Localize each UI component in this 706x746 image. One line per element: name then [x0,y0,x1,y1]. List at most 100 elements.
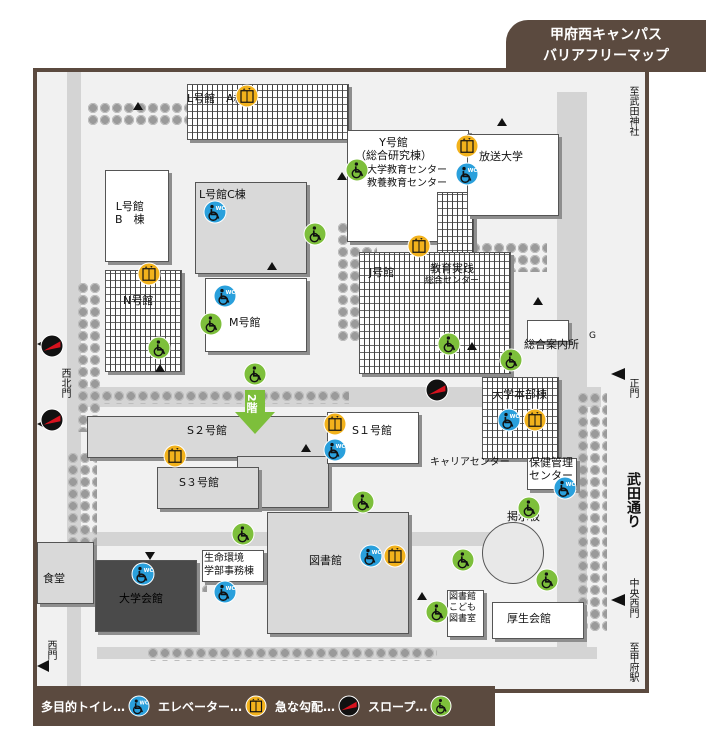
steep-slope-icon[interactable] [40,334,64,358]
label-m: M号館 [229,316,261,329]
label-j: J号館 [369,266,395,279]
entrance-marker [417,592,427,600]
svg-text:WC: WC [226,586,236,592]
slope-wheelchair-icon[interactable] [345,158,369,182]
wheelchair-wc-icon[interactable]: WC [553,476,577,500]
label-seimon: 正門 [627,378,638,398]
slope-wheelchair-icon[interactable] [351,490,375,514]
building-l-c[interactable] [195,182,307,274]
slope-wheelchair-icon[interactable] [425,600,449,624]
slope-wheelchair-icon[interactable] [517,496,541,520]
label-shokudo: 食堂 [43,572,65,585]
plaza-circle [482,522,544,584]
building-l-b[interactable] [105,170,169,262]
label-annai: 総合案内所 [524,338,579,351]
legend-slope: スロープ… [368,695,452,717]
campus-map[interactable]: L号館 A棟 Y号館 （総合研究棟） 大学教育センター 教養教育センター 放送大… [33,68,649,693]
legend-elevator: エレベーター… [158,695,267,717]
elevator-icon[interactable] [323,412,347,436]
building-s2[interactable] [87,416,329,458]
elevator-icon [245,695,267,717]
slope-wheelchair-icon[interactable] [437,332,461,356]
label-s2: S２号館 [187,424,227,437]
slope-wheelchair-icon[interactable] [147,336,171,360]
label-to-kofu-station: 至甲府駅 [627,642,638,682]
slope-wheelchair-icon[interactable] [451,548,475,572]
label-jissen-line1: 教育実践 [430,262,474,275]
elevator-icon[interactable] [455,134,479,158]
building-kosei[interactable] [492,602,584,639]
label-chuo-nishi-mon: 中央西門 [627,578,638,618]
svg-text:WC: WC [140,700,149,706]
slope-wheelchair-icon[interactable] [231,522,255,546]
wheelchair-wc-icon[interactable]: WC [131,562,155,586]
label-tosho: 図書館 [309,554,342,567]
building-seimei[interactable] [202,550,264,582]
legend-bar: 多目的トイレ… WC エレベーター… 急な勾配… スロープ… [33,686,495,726]
second-floor-arrow [235,390,275,434]
svg-text:WC: WC [566,482,576,488]
label-jissen: 教育実践 総合センター [425,262,479,288]
wheelchair-wc-icon[interactable]: WC [359,544,383,568]
entrance-marker [497,118,507,126]
building-s3[interactable] [157,467,259,509]
legend-toilet-label: 多目的トイレ… [41,699,126,714]
building-l-a[interactable] [187,84,349,140]
entrance-arrow-main [611,368,625,380]
svg-text:WC: WC [226,290,236,296]
label-kaikan: 大学会館 [119,592,163,605]
label-y: Y号館 （総合研究棟） [355,136,432,162]
label-seihoku-mon: 西北門 [59,368,70,398]
label-y-line1: Y号館 [379,136,408,149]
label-y-line2: （総合研究棟） [355,149,432,162]
label-l-c: L号館C棟 [199,188,246,201]
wheelchair-wc-icon[interactable]: WC [213,580,237,604]
elevator-icon[interactable] [523,408,547,432]
building-shokudo[interactable] [37,542,94,604]
svg-text:WC: WC [216,206,226,212]
building-annai[interactable] [527,320,569,342]
elevator-icon[interactable] [407,234,431,258]
entrance-marker [533,297,543,305]
map-title-line1: 甲府西キャンパス [550,27,662,43]
building-kodomo[interactable] [447,590,484,637]
label-l-b-line1: L号館 [115,200,144,213]
wheelchair-wc-icon[interactable]: WC [455,162,479,186]
elevator-icon[interactable] [235,84,259,108]
label-to-takeda-shrine: 至武田神社 [627,86,638,136]
tree-row [89,390,349,404]
slope-wheelchair-icon[interactable] [243,362,267,386]
building-j[interactable] [359,252,511,374]
elevator-icon[interactable] [163,444,187,468]
svg-text:WC: WC [372,550,382,556]
label-y-center: 大学教育センター 教養教育センター [367,164,447,190]
tree-row [67,452,97,552]
slope-wheelchair-icon[interactable] [199,312,223,336]
wheelchair-wc-icon[interactable]: WC [213,284,237,308]
label-l-b-line2: B 棟 [115,213,145,226]
entrance-marker [133,102,143,110]
slope-wheelchair-icon[interactable] [535,568,559,592]
label-seimei-line1: 生命環境 [204,553,244,564]
map-title-banner: 甲府西キャンパス バリアフリーマップ [506,20,706,72]
building-tosho[interactable] [267,512,409,634]
wheelchair-wc-icon[interactable]: WC [323,438,347,462]
entrance-marker [337,172,347,180]
building-hoso[interactable] [467,134,559,216]
elevator-icon[interactable] [383,544,407,568]
slope-wheelchair-icon[interactable] [303,222,327,246]
wheelchair-wc-icon[interactable]: WC [203,200,227,224]
svg-text:WC: WC [510,414,520,420]
entrance-arrow-west [37,660,49,672]
svg-text:WC: WC [336,444,346,450]
label-kodomo: 図書館 こども 図書室 [449,592,476,625]
steep-slope-icon[interactable] [40,408,64,432]
label-nishimon: 西門 [45,640,56,660]
elevator-icon[interactable] [137,262,161,286]
wheelchair-wc-icon[interactable]: WC [497,408,521,432]
steep-slope-icon[interactable] [425,378,449,402]
svg-text:WC: WC [144,568,154,574]
map-title-line2: バリアフリーマップ [543,48,669,64]
entrance-marker [155,364,165,372]
slope-wheelchair-icon[interactable] [499,348,523,372]
